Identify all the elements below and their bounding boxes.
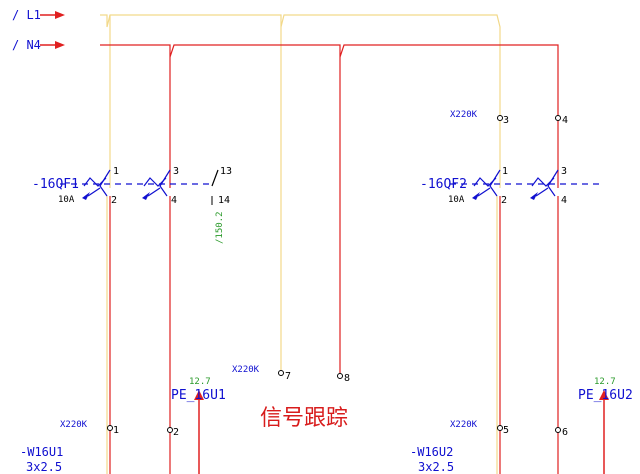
pe-right-ref: 12.7 <box>594 377 616 387</box>
rail-label-n4: / N4 <box>12 38 41 52</box>
terminal-points <box>107 115 561 433</box>
x220k-label-top: X220K <box>450 110 478 120</box>
x220k-pin-3: 3 <box>503 115 509 126</box>
breaker2-terminal-2: 2 <box>501 195 507 206</box>
breaker1-terminal-3: 3 <box>173 166 179 177</box>
breaker1-terminal-1: 1 <box>113 166 119 177</box>
cable-left-spec: 3x2.5 <box>26 460 62 474</box>
breaker2-rating: 10A <box>448 195 465 205</box>
terminal-8-icon <box>337 373 343 379</box>
breaker2-terminal-4: 4 <box>561 195 567 206</box>
x220k-label-bottom-left: X220K <box>60 420 88 430</box>
watermark-text: 信号跟踪 <box>260 406 348 431</box>
breaker2-trip-arrow-icon <box>472 192 480 200</box>
aux-cross-reference: /150.2 <box>215 211 225 244</box>
breaker1-terminal-2: 2 <box>111 195 117 206</box>
breaker1-trip-arrow2-icon <box>142 192 150 200</box>
pe-arrows <box>198 395 605 474</box>
aux-terminal-13: 13 <box>220 166 232 177</box>
breaker1-terminal-4: 4 <box>171 195 177 206</box>
terminal-6-icon <box>555 427 561 433</box>
cable-right-spec: 3x2.5 <box>418 460 454 474</box>
terminal-2-icon <box>167 427 173 433</box>
breaker2-contact-2-icon <box>547 169 559 197</box>
cable-right-tag: -W16U2 <box>410 445 453 459</box>
terminal-5-icon <box>497 425 503 431</box>
rail-arrows <box>40 11 65 49</box>
breaker2-terminal-1: 1 <box>502 166 508 177</box>
breaker-16qf1 <box>60 169 219 197</box>
pe-right-arrow-icon <box>599 390 609 400</box>
pe-left-label: PE_16U1 <box>171 388 226 403</box>
terminal-3-icon <box>497 115 503 121</box>
breaker-16qf2 <box>450 169 602 197</box>
aux-terminal-14: 14 <box>218 195 230 206</box>
pe-left-arrow-icon <box>194 390 204 400</box>
breaker1-tag: -16QF1 <box>32 177 79 192</box>
breaker1-rating: 10A <box>58 195 75 205</box>
rail-label-l1: / L1 <box>12 8 41 22</box>
cable-left-tag: -W16U1 <box>20 445 63 459</box>
breaker2-contact-1-icon <box>489 169 501 197</box>
pe-left-ref: 12.7 <box>189 377 211 387</box>
aux-contact-icon <box>211 169 219 187</box>
x220k-pin-2: 2 <box>173 427 179 438</box>
breaker2-terminal-3: 3 <box>561 166 567 177</box>
x220k-pin-1: 1 <box>113 425 119 436</box>
breaker1-contact-2-icon <box>159 169 171 197</box>
l1-wiring <box>100 14 501 474</box>
terminal-7-icon <box>278 370 284 376</box>
n4-arrow-icon <box>55 41 65 49</box>
breaker2-tag: -16QF2 <box>420 177 467 192</box>
x220k-pin-4: 4 <box>562 115 568 126</box>
x220k-pin-5: 5 <box>503 425 509 436</box>
breaker2-trip-arrow2-icon <box>530 192 538 200</box>
l1-arrow-icon <box>55 11 65 19</box>
x220k-pin-7: 7 <box>285 371 291 382</box>
x220k-label-middle: X220K <box>232 365 260 375</box>
pe-right-label: PE_16U2 <box>578 388 633 403</box>
x220k-label-bottom-right: X220K <box>450 420 478 430</box>
x220k-pin-8: 8 <box>344 373 350 384</box>
terminal-1-icon <box>107 425 113 431</box>
x220k-pin-6: 6 <box>562 427 568 438</box>
breaker1-contact-1-icon <box>99 169 111 197</box>
terminal-4-icon <box>555 115 561 121</box>
breaker1-trip-arrow-icon <box>82 192 90 200</box>
